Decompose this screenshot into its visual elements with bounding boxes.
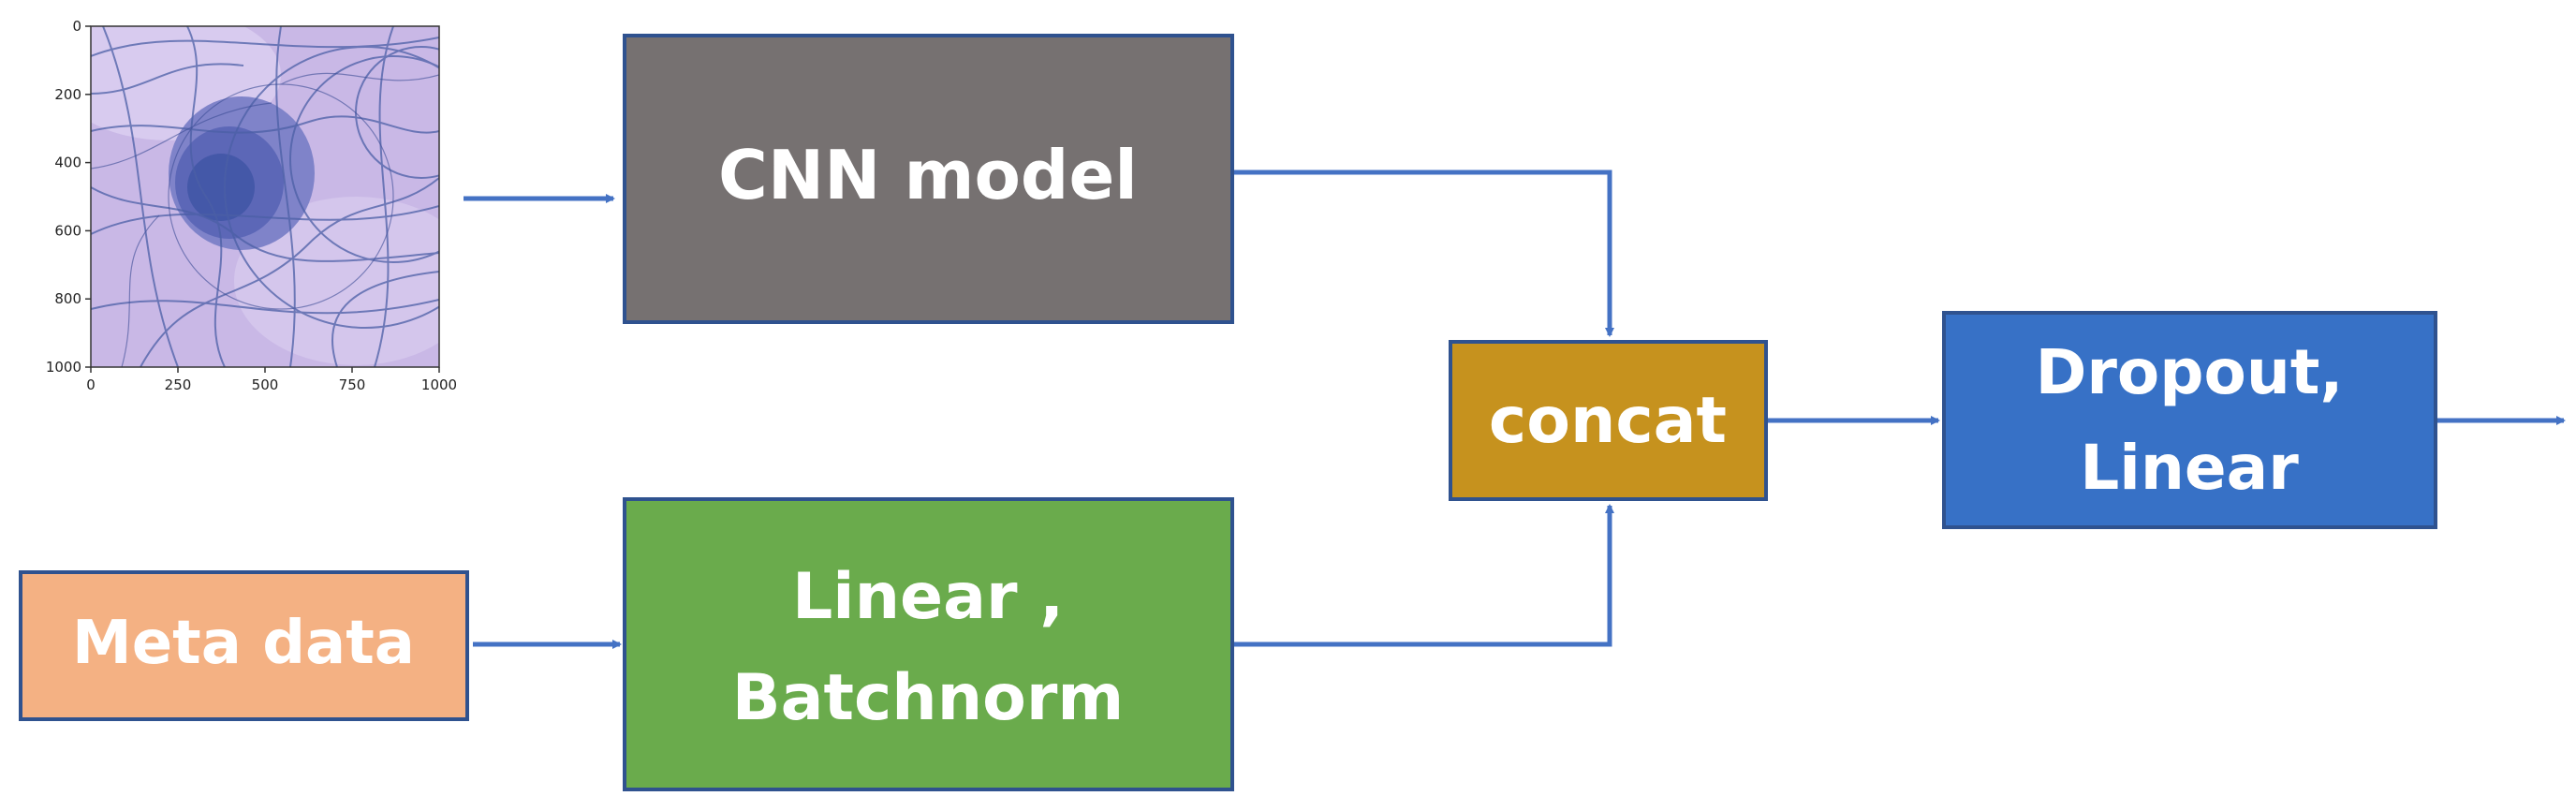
meta-data-box xyxy=(19,570,469,721)
y-axis-ticks: 0 200 400 600 800 1000 xyxy=(46,18,91,376)
linear-batchnorm-label-line1: Linear , xyxy=(792,560,1064,634)
lesion-texture xyxy=(91,26,439,367)
node-concat: concat xyxy=(1449,340,1768,501)
y-tick-label: 400 xyxy=(54,155,81,171)
y-tick-label: 600 xyxy=(54,222,81,239)
concat-label: concat xyxy=(1489,384,1727,458)
x-tick-label: 0 xyxy=(86,376,96,393)
x-tick-label: 500 xyxy=(252,376,279,393)
y-tick-label: 0 xyxy=(72,18,81,35)
node-meta-data: Meta data xyxy=(19,570,469,721)
node-dropout-linear: Dropout, Linear xyxy=(1942,311,2437,529)
x-axis-ticks: 0 250 500 750 1000 xyxy=(86,367,457,393)
x-tick-label: 1000 xyxy=(421,376,457,393)
linear-batchnorm-box xyxy=(623,497,1234,791)
input-image-plot: 0 200 400 600 800 1000 0 250 500 750 1000 xyxy=(46,18,457,393)
arrow-linear-to-concat xyxy=(1232,504,1614,647)
dropout-linear-label-line2: Linear xyxy=(2080,432,2299,504)
y-tick-label: 800 xyxy=(54,290,81,307)
meta-data-label: Meta data xyxy=(72,609,415,678)
dropout-linear-box xyxy=(1942,311,2437,529)
y-tick-label: 1000 xyxy=(46,359,81,376)
cnn-model-box xyxy=(623,34,1234,324)
node-linear-batchnorm: Linear , Batchnorm xyxy=(623,497,1234,791)
arrow-cnn-to-concat xyxy=(1232,170,1614,337)
connectors xyxy=(464,170,2566,649)
x-tick-label: 750 xyxy=(339,376,366,393)
cnn-model-label: CNN model xyxy=(718,136,1138,214)
node-cnn-model: CNN model xyxy=(623,34,1234,324)
y-tick-label: 200 xyxy=(54,86,81,103)
dropout-linear-label-line1: Dropout, xyxy=(2036,336,2344,408)
x-tick-label: 250 xyxy=(165,376,192,393)
linear-batchnorm-label-line2: Batchnorm xyxy=(732,661,1124,735)
concat-box xyxy=(1449,340,1768,501)
